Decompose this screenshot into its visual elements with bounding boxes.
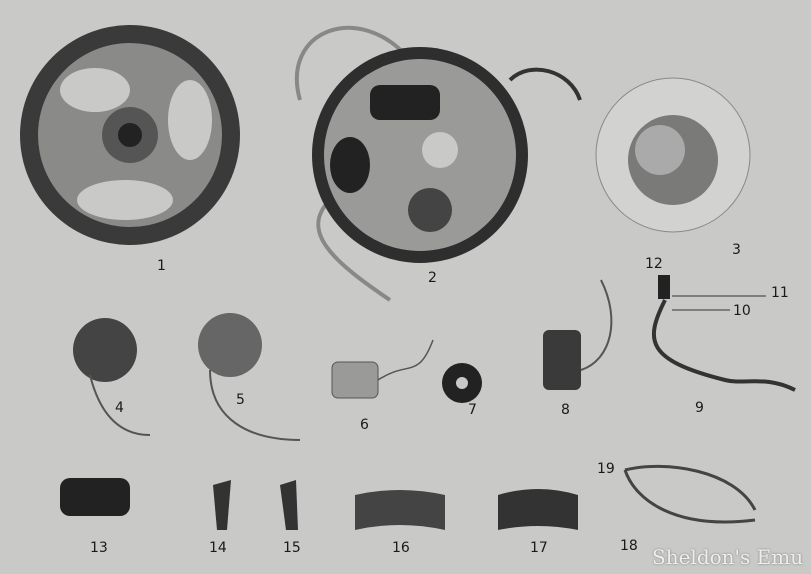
- part-label-14: 14: [209, 540, 227, 556]
- small-parts-row: [60, 478, 578, 530]
- part-label-9: 9: [695, 400, 704, 416]
- part-label-6: 6: [360, 417, 369, 433]
- part-label-2: 2: [428, 270, 437, 286]
- part-label-8: 8: [561, 402, 570, 418]
- watermark: Sheldon's Emu: [652, 545, 804, 569]
- part-label-1: 1: [157, 258, 166, 274]
- part-label-7: 7: [468, 402, 477, 418]
- part-label-15: 15: [283, 540, 301, 556]
- stator-plate: [294, 25, 582, 302]
- cover-plate: [595, 77, 751, 233]
- flywheel-rotor: [20, 25, 240, 245]
- part-label-13: 13: [90, 540, 108, 556]
- part-label-17: 17: [530, 540, 548, 556]
- part-label-19: 19: [597, 461, 615, 477]
- part-label-12: 12: [645, 256, 663, 272]
- condenser-cam-coil: [331, 279, 613, 403]
- part-label-16: 16: [392, 540, 410, 556]
- lead-and-terminal: [623, 275, 796, 524]
- part-label-5: 5: [236, 392, 245, 408]
- contact-breakers: [73, 313, 301, 441]
- part-label-3: 3: [732, 242, 741, 258]
- part-label-18: 18: [620, 538, 638, 554]
- part-label-4: 4: [115, 400, 124, 416]
- part-label-10: 10: [733, 303, 751, 319]
- part-label-11: 11: [771, 285, 789, 301]
